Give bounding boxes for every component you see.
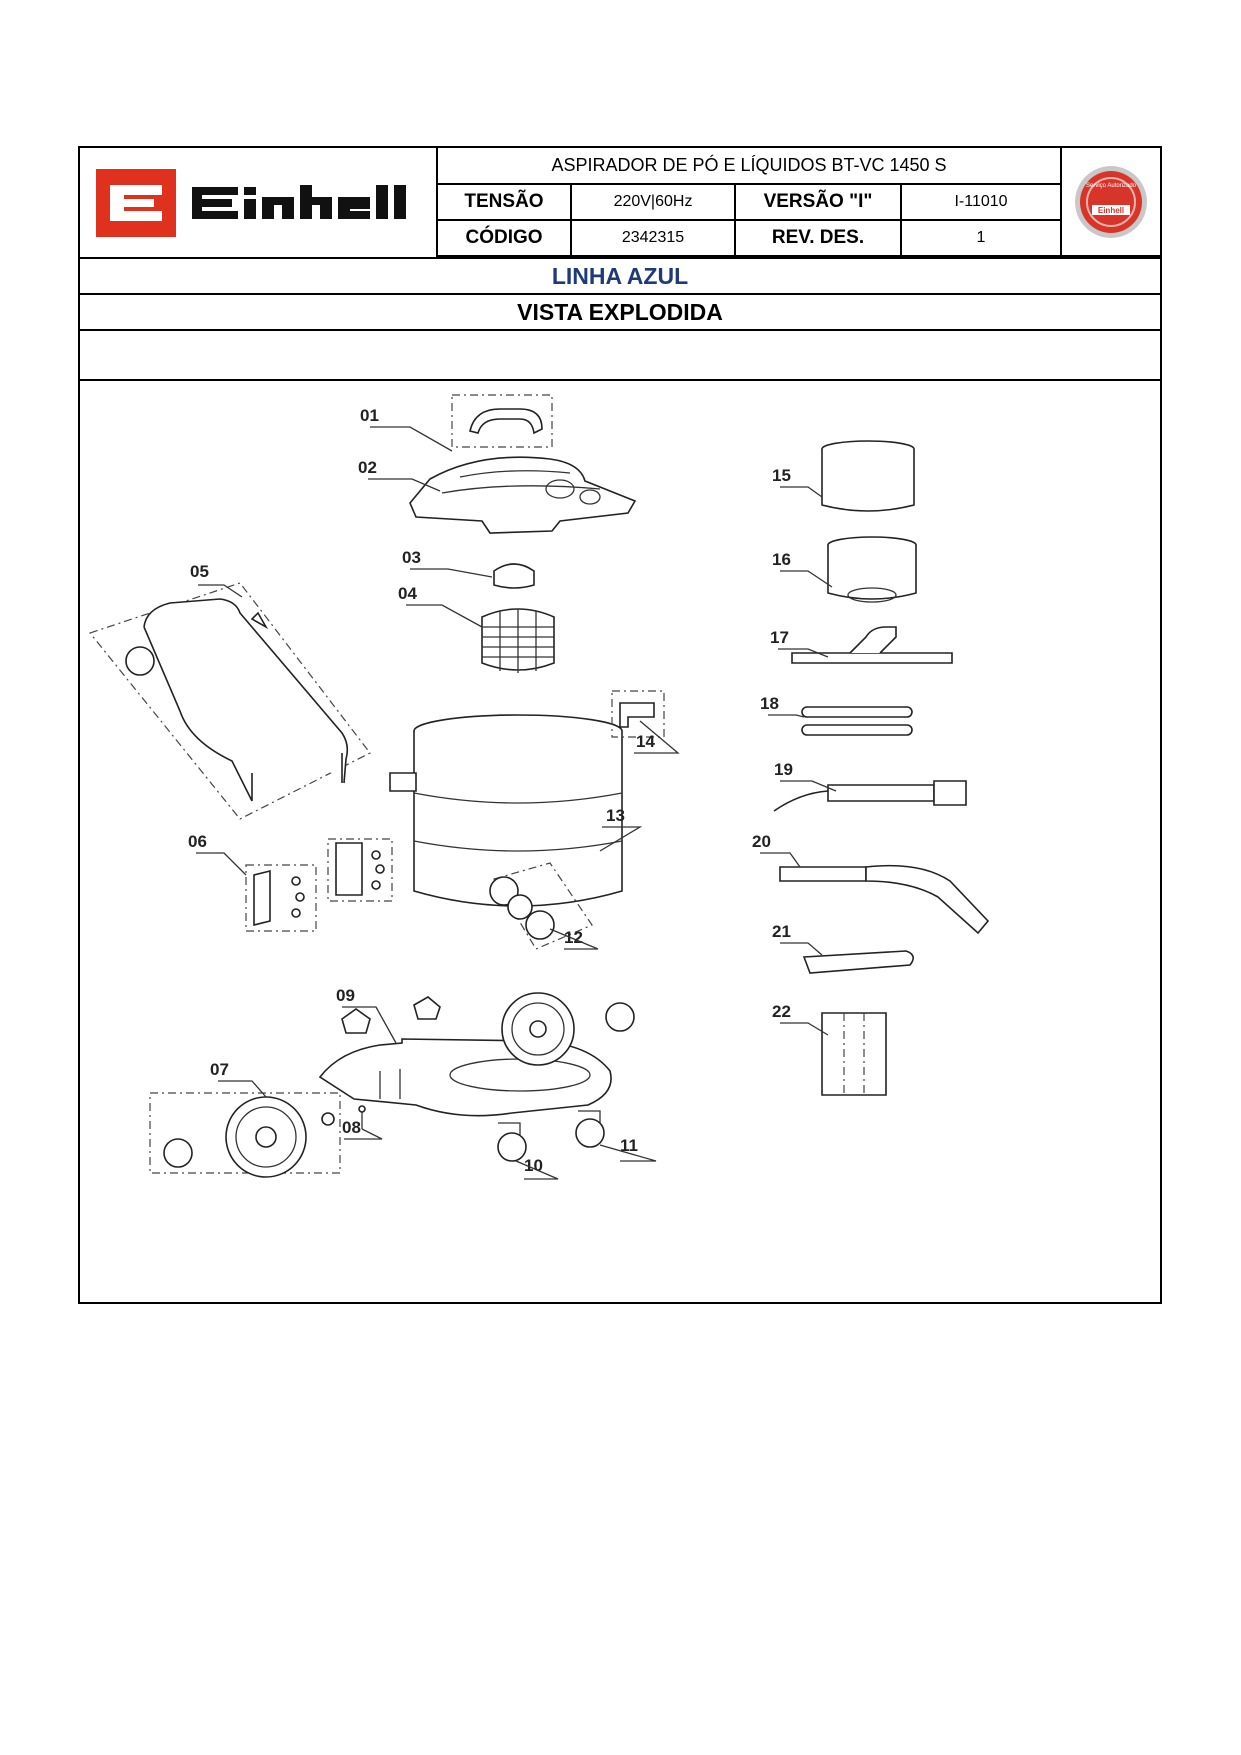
- part-14-clip: [611, 690, 665, 738]
- part-09-base: [318, 992, 635, 1117]
- codigo-value: 2342315: [572, 221, 736, 257]
- leader-line-18: [768, 714, 805, 718]
- leader-line-14: [634, 720, 680, 754]
- blank-row: [80, 331, 1160, 381]
- part-number-14: 14: [636, 732, 655, 751]
- rev-label: REV. DES.: [736, 221, 902, 257]
- parts-sheet: ASPIRADOR DE PÓ E LÍQUIDOS BT-VC 1450 S …: [78, 146, 1162, 1304]
- part-number-18: 18: [760, 694, 779, 713]
- versao-value: I-11010: [902, 185, 1062, 221]
- vista-title: VISTA EXPLODIDA: [80, 295, 1160, 331]
- leader-line-21: [780, 942, 823, 956]
- leader-line-10: [515, 1160, 559, 1180]
- part-17-floor-nozzle: [791, 626, 953, 664]
- part-04-filter-cage: [481, 608, 555, 673]
- linha-title: LINHA AZUL: [80, 259, 1160, 295]
- brand-logo: [80, 148, 438, 257]
- part-number-01: 01: [360, 406, 379, 425]
- part-22-dust-bag: [821, 1012, 887, 1096]
- product-title: ASPIRADOR DE PÓ E LÍQUIDOS BT-VC 1450 S: [438, 148, 1062, 185]
- codigo-label: CÓDIGO: [438, 221, 572, 257]
- part-08-axle: [358, 1105, 366, 1129]
- leader-line-22: [780, 1022, 829, 1036]
- part-number-16: 16: [772, 550, 791, 569]
- part-number-07: 07: [210, 1060, 229, 1079]
- part-16-cartridge-filter: [827, 536, 917, 603]
- leader-line-13: [599, 826, 643, 852]
- part-number-03: 03: [402, 548, 421, 567]
- part-01-handle: [451, 394, 553, 448]
- part-18-extension-tubes: [801, 706, 913, 736]
- leader-line-04: [406, 604, 483, 628]
- einhell-logo-icon: [96, 168, 406, 237]
- part-15-filter-sleeve: [821, 440, 915, 512]
- svg-text:Serviço Autorizado: Serviço Autorizado: [1086, 183, 1137, 189]
- part-19-hose: [773, 780, 967, 812]
- leader-line-11: [599, 1144, 657, 1162]
- tensao-value: 220V|60Hz: [572, 185, 736, 221]
- part-11-caster: [575, 1110, 605, 1148]
- part-05-push-handle: [88, 582, 371, 820]
- tensao-label: TENSÃO: [438, 185, 572, 221]
- leader-line-09: [342, 1006, 397, 1044]
- leader-line-03: [410, 568, 493, 578]
- authorized-seal: Einhell Serviço Autorizado: [1062, 148, 1160, 257]
- leader-line-06: [196, 852, 247, 876]
- part-number-05: 05: [190, 562, 209, 581]
- header-divider: [80, 257, 1160, 259]
- part-12-drain-plug: [489, 862, 593, 950]
- leader-line-20: [760, 852, 801, 868]
- part-number-02: 02: [358, 458, 377, 477]
- part-02-motor-head: [409, 456, 637, 534]
- part-labels: 0102030405060708091011121314151617181920…: [188, 406, 837, 1180]
- part-number-19: 19: [774, 760, 793, 779]
- part-number-22: 22: [772, 1002, 791, 1021]
- part-number-21: 21: [772, 922, 791, 941]
- leader-line-16: [780, 570, 833, 588]
- svg-text:Einhell: Einhell: [1098, 206, 1124, 215]
- part-number-04: 04: [398, 584, 417, 603]
- leader-line-17: [778, 648, 829, 658]
- part-number-17: 17: [770, 628, 789, 647]
- leader-line-19: [780, 780, 837, 792]
- part-accessory-rack: [327, 838, 393, 902]
- part-number-20: 20: [752, 832, 771, 851]
- part-number-08: 08: [342, 1118, 361, 1137]
- leader-line-12: [549, 928, 599, 950]
- part-number-12: 12: [564, 928, 583, 947]
- part-number-13: 13: [606, 806, 625, 825]
- part-number-11: 11: [620, 1136, 638, 1155]
- leader-line-07: [218, 1080, 267, 1098]
- leader-line-15: [780, 486, 823, 498]
- part-21-crevice-nozzle: [802, 950, 914, 974]
- part-03-float: [493, 563, 535, 589]
- part-20-suction-elbow: [779, 864, 990, 935]
- leader-line-01: [370, 426, 453, 452]
- part-07-wheel: [149, 1092, 341, 1178]
- part-number-06: 06: [188, 832, 207, 851]
- part-number-09: 09: [336, 986, 355, 1005]
- part-number-15: 15: [772, 466, 791, 485]
- leader-line-02: [368, 478, 441, 492]
- leader-line-08: [344, 1128, 383, 1140]
- part-13-container: [389, 714, 623, 907]
- header-block: ASPIRADOR DE PÓ E LÍQUIDOS BT-VC 1450 S …: [80, 148, 1160, 257]
- part-06-accessory-hook: [245, 864, 317, 932]
- versao-label: VERSÃO "I": [736, 185, 902, 221]
- part-10-caster: [497, 1122, 527, 1162]
- service-seal-icon: Einhell Serviço Autorizado: [1075, 165, 1147, 238]
- rev-value: 1: [902, 221, 1062, 257]
- leader-line-05: [198, 584, 243, 598]
